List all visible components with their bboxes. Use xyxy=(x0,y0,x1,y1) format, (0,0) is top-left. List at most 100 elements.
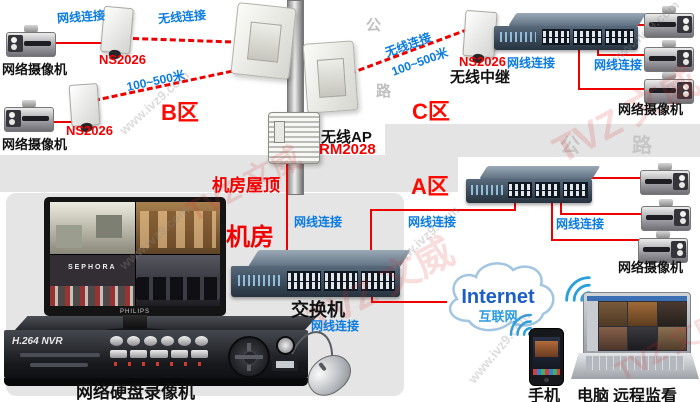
internet-label-en: Internet xyxy=(461,286,535,308)
nvr-badge: H.264 NVR xyxy=(12,336,63,347)
nvr-power-button xyxy=(276,336,295,355)
monitor-stand xyxy=(123,315,147,330)
roof-label: 机房屋顶 xyxy=(212,176,280,195)
ip-camera-b2 xyxy=(4,100,54,134)
camera-lens-icon xyxy=(677,16,692,33)
phone-screen xyxy=(533,337,560,375)
ip-camera-c2 xyxy=(644,40,694,74)
wireless-link-b1 xyxy=(132,37,231,44)
cable-a-cam3-v xyxy=(551,200,553,240)
wired-label-inet: 网线连接 xyxy=(311,319,360,333)
switch-leds xyxy=(237,274,280,287)
laptop-display xyxy=(587,296,687,351)
cable-a-cam3-h xyxy=(551,239,642,241)
cable-ap-down xyxy=(286,160,288,255)
nvr-buttons-round xyxy=(110,336,208,346)
wireless-relay-panel xyxy=(462,9,498,59)
camera-bracket xyxy=(24,25,38,32)
camera-lens-icon xyxy=(674,209,689,226)
range-label-b: 100~500米 xyxy=(125,68,186,94)
nvr-top xyxy=(14,316,318,331)
wired-label-ap: 网线连接 xyxy=(294,215,343,229)
zone-b-label: B区 xyxy=(161,100,199,125)
road-left xyxy=(0,155,458,192)
cable-c-cam1 xyxy=(630,24,648,26)
cable-a-room-v2 xyxy=(370,209,372,255)
monitor-brand: PHILIPS xyxy=(119,309,150,315)
camera-label-c: 网络摄像机 xyxy=(618,102,684,117)
cable-cam-b2 xyxy=(50,121,74,123)
wired-label-a-room: 网线连接 xyxy=(408,215,457,229)
cable-c-cam3-h xyxy=(578,88,647,90)
nvr-leds xyxy=(114,362,202,366)
road-right xyxy=(385,124,700,157)
ip-camera-a2 xyxy=(641,199,691,233)
internet-label-cn: 互联网 xyxy=(478,309,518,324)
wifi-signal-phone-icon xyxy=(509,313,532,336)
laptop-screen xyxy=(583,292,691,355)
laptop-keyboard xyxy=(571,353,699,379)
cable-inet-h xyxy=(371,301,447,303)
wireless-bridge-b1 xyxy=(100,5,134,55)
zone-a-label: A区 xyxy=(411,174,449,199)
cable-c-cam2-v xyxy=(597,46,599,56)
switch-leds xyxy=(471,185,503,195)
cable-c-cam2-h xyxy=(597,54,647,56)
sector-panel-left xyxy=(230,2,297,80)
ap-label: 无线AP xyxy=(321,129,372,146)
cable-a-room-v1 xyxy=(514,201,516,211)
mouse-cable xyxy=(291,331,334,361)
wireless-ap-unit xyxy=(268,112,320,164)
wireless-bridge-b2 xyxy=(68,83,101,127)
cable-a-room-h xyxy=(370,209,516,211)
remote-cctv-grid xyxy=(599,302,686,350)
zone-c-label: C区 xyxy=(412,99,450,124)
cable-a-cam1 xyxy=(590,177,642,179)
switch-ports xyxy=(507,182,589,199)
camera-lens-icon xyxy=(677,50,692,67)
camera-lens-icon xyxy=(6,110,21,127)
wired-label-b1: 网线连接 xyxy=(56,8,106,26)
room-label: 机房 xyxy=(226,224,274,251)
ap-model-label: RM2028 xyxy=(319,141,376,158)
camera-lens-icon xyxy=(8,35,23,52)
wireless-label-b1: 无线连接 xyxy=(157,7,207,27)
cctv-view-store: SEPHORA xyxy=(50,254,135,306)
switch-zone-c xyxy=(494,13,647,50)
nvr-dpad xyxy=(228,336,270,378)
cable-a-cam2-h xyxy=(560,213,644,215)
internet-cloud: Internet 互联网 xyxy=(437,257,559,343)
switch-ports xyxy=(286,270,395,291)
switch-zone-a xyxy=(466,166,601,203)
bridge-model-b2: NS2026 xyxy=(66,123,113,138)
camera-label-b2: 网络摄像机 xyxy=(2,137,68,152)
phone-home-button xyxy=(543,378,550,382)
ip-camera-a1 xyxy=(640,163,690,197)
monitor-screen: SEPHORA xyxy=(50,202,220,306)
wired-label-c-right: 网线连接 xyxy=(594,58,643,72)
road-label-right-2: 路 xyxy=(632,135,652,157)
road-label-vertical-2: 路 xyxy=(376,83,392,100)
road-label-vertical-1: 公 xyxy=(366,17,382,34)
store-sign: SEPHORA xyxy=(67,263,117,271)
monitor: SEPHORA PHILIPS xyxy=(44,197,226,316)
remote-label: 远程监看 xyxy=(613,388,678,402)
ip-camera-c1 xyxy=(644,6,694,40)
camera-lens-icon xyxy=(673,173,688,190)
cable-a-cam2-v xyxy=(560,200,562,214)
switch-ports xyxy=(541,29,634,46)
cable-inet-v xyxy=(371,295,373,303)
cctv-view-office xyxy=(50,202,135,254)
road-label-right-1: 公 xyxy=(560,135,580,157)
nvr-label: 网络硬盘录像机 xyxy=(76,383,195,402)
pc-label: 电脑 xyxy=(577,388,610,402)
nvr-buttons-rect xyxy=(110,350,209,358)
switch-leds xyxy=(499,32,536,42)
cctv-view-parking xyxy=(135,254,220,306)
wired-label-c-left: 网线连接 xyxy=(507,56,556,70)
wired-label-a: 网线连接 xyxy=(556,217,605,231)
relay-model-label: NS2026 xyxy=(459,54,506,69)
cctv-view-warehouse xyxy=(135,202,220,254)
camera-lens-icon xyxy=(671,241,686,258)
